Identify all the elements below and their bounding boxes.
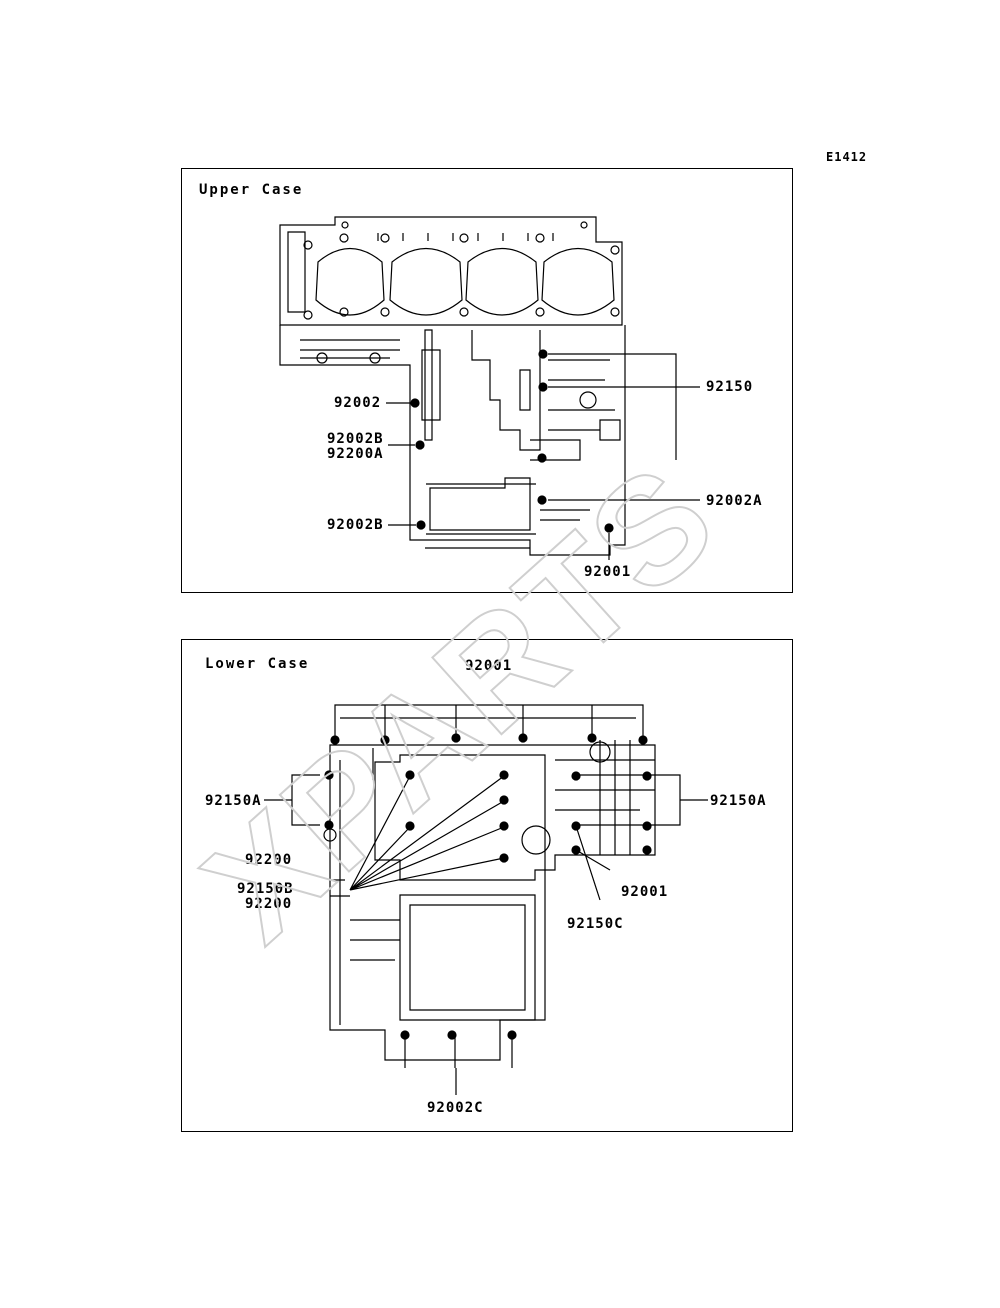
- watermark-text: XPARTS: [173, 431, 747, 972]
- part-label-92200-a: 92200: [245, 852, 293, 868]
- part-label-92002b-top: 92002B: [327, 431, 384, 447]
- lower-case-title: Lower Case: [205, 656, 310, 672]
- part-label-92002c: 92002C: [427, 1100, 484, 1116]
- part-label-92150a-left: 92150A: [205, 793, 262, 809]
- part-label-92200-b: 92200: [245, 896, 293, 912]
- part-label-92001-upper: 92001: [584, 564, 632, 580]
- part-label-92001-top: 92001: [465, 658, 513, 674]
- upper-case-title: Upper Case: [199, 182, 304, 198]
- part-label-92150c: 92150C: [567, 916, 624, 932]
- lower-case-panel: [181, 639, 793, 1132]
- diagram-code: E1412: [826, 150, 868, 164]
- lower-case-drawing: [264, 704, 708, 1095]
- upper-case-panel: [181, 168, 793, 593]
- part-label-92002b-bottom: 92002B: [327, 517, 384, 533]
- part-label-92200a: 92200A: [327, 446, 384, 462]
- part-label-92002a: 92002A: [706, 493, 763, 509]
- part-label-92001-right: 92001: [621, 884, 669, 900]
- part-label-92150a-right: 92150A: [710, 793, 767, 809]
- part-label-92150b: 92150B: [237, 881, 294, 897]
- part-label-92150: 92150: [706, 379, 754, 395]
- upper-case-drawing: [279, 216, 700, 560]
- part-label-92002: 92002: [334, 395, 382, 411]
